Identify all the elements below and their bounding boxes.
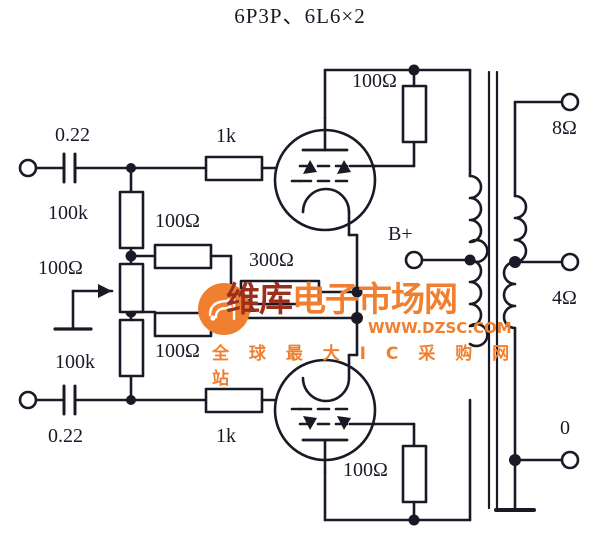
label-terminal-8ohm: 8Ω (552, 117, 577, 139)
resistor-100k-bottom (118, 318, 145, 378)
resistor-1k-bottom (204, 387, 264, 414)
label-resistor-100k-top: 100k (48, 202, 88, 224)
pot-wiper-arrow (98, 284, 112, 298)
resistor-1k-top (204, 155, 264, 182)
transformer-secondary-lower (502, 260, 517, 330)
resistor-100ohm-upper (153, 243, 213, 270)
resistor-300ohm (239, 279, 321, 306)
label-capacitor-top: 0.22 (55, 124, 90, 146)
terminal-0 (560, 450, 580, 470)
terminal-8ohm (560, 92, 580, 112)
resistor-100k-top (118, 190, 145, 250)
terminal-4ohm (560, 252, 580, 272)
label-resistor-1k-top: 1k (216, 125, 236, 147)
transformer-primary-upper (468, 174, 489, 264)
label-resistor-screen-bottom: 100Ω (343, 459, 388, 481)
input-terminal-top (18, 158, 38, 178)
label-resistor-1k-bottom: 1k (216, 425, 236, 447)
terminal-b-plus (404, 250, 424, 270)
potentiometer-100ohm (118, 262, 145, 314)
label-terminal-4ohm: 4Ω (552, 287, 577, 309)
transformer-secondary-upper (513, 194, 528, 264)
resistor-100ohm-screen-bottom (401, 444, 428, 504)
label-terminal-0: 0 (560, 417, 570, 439)
label-resistor-100ohm-lower: 100Ω (155, 340, 200, 362)
page-title: 6P3P、6L6×2 (234, 4, 366, 28)
label-resistor-screen-top: 100Ω (352, 70, 397, 92)
label-terminal-b-plus: B+ (388, 223, 413, 245)
input-terminal-bottom (18, 390, 38, 410)
resistor-100ohm-lower (153, 311, 213, 338)
label-potentiometer: 100Ω (38, 257, 83, 279)
resistor-100ohm-screen-top (401, 84, 428, 144)
tube-bottom-cathode (301, 376, 351, 403)
label-resistor-300ohm: 300Ω (249, 249, 294, 271)
label-resistor-100ohm-upper: 100Ω (155, 210, 200, 232)
label-resistor-100k-bottom: 100k (55, 351, 95, 373)
label-capacitor-bottom: 0.22 (48, 425, 83, 447)
transformer-primary-lower (468, 258, 489, 348)
tube-top-cathode (301, 187, 351, 214)
